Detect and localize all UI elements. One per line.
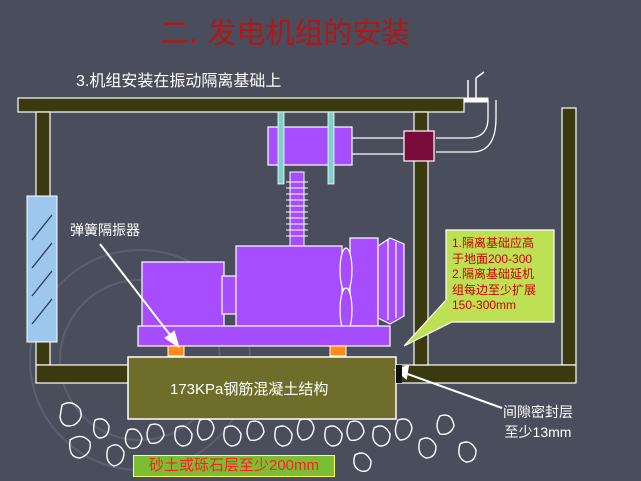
exhaust-pipe [436,71,497,153]
generator-set [137,237,405,347]
gap-seal-label: 间隙密封层 至少13mm [503,402,573,442]
callout-line: 于地面200-300 [452,251,533,266]
gap-seal-label-line2: 至少13mm [504,424,572,440]
bellows-connector [286,171,308,247]
gap-seal [396,365,402,383]
callout-line: 2.隔离基础延机 [452,267,535,281]
gap-seal-label-line1: 间隙密封层 [503,404,573,420]
spring-isolator-label: 弹簧隔振器 [70,222,140,238]
concrete-foundation [127,356,397,420]
wall-window [26,195,58,343]
spring-isolators [167,345,347,357]
callout-line: 组每边至少扩展 [452,282,537,297]
callout-text: 1.隔离基础应高 于地面200-300 2.隔离基础延机 组每边至少扩展 150… [452,236,548,314]
callout-line: 1.隔离基础应高 [452,236,535,250]
callout-bubble [403,229,555,347]
callout-line: 150-300mm [452,298,517,312]
building-frame [17,97,577,384]
concrete-foundation-label: 173KPa钢筋混凝土结构 [170,381,329,398]
slide-subtitle: 3.机组安装在振动隔离基础上 [76,73,282,90]
gravel-layer [59,402,477,472]
muffler [267,111,435,185]
sand-layer-label: 砂土或砾石层至少200mm [133,455,335,477]
slide-title: 二. 发电机组的安装 [160,16,411,50]
